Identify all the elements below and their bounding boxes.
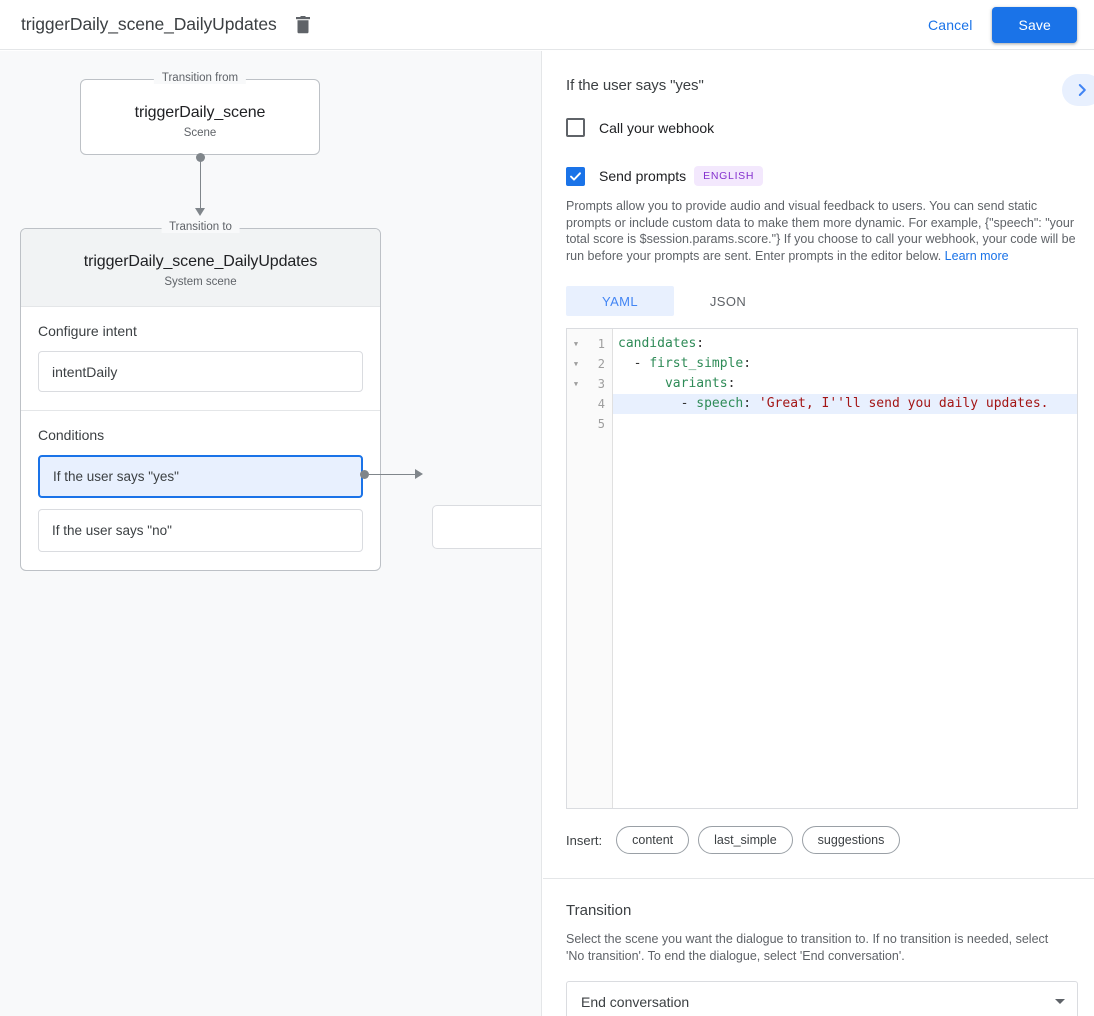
gutter-row: 4	[567, 394, 612, 414]
prompts-description-text: Prompts allow you to provide audio and v…	[566, 199, 1076, 263]
transition-to-node[interactable]: Transition to triggerDaily_scene_DailyUp…	[20, 221, 381, 571]
conditions-label: Conditions	[38, 427, 105, 443]
code-line: candidates:	[613, 334, 1077, 354]
condition-connector-line	[369, 474, 419, 475]
code-line: - first_simple:	[613, 354, 1077, 374]
line-number: 4	[597, 397, 605, 411]
code-key: speech	[696, 396, 744, 411]
tab-json[interactable]: JSON	[709, 293, 747, 309]
transition-from-node[interactable]: Transition from triggerDaily_scene Scene	[80, 72, 320, 155]
chevron-right-icon	[1078, 84, 1086, 96]
expand-panel-button[interactable]	[1062, 74, 1094, 106]
fold-toggle-icon[interactable]: ▼	[573, 340, 579, 348]
send-prompts-row[interactable]: Send prompts ENGLISH	[543, 166, 1094, 186]
editor-gutter: ▼1 ▼2 ▼3 4 5	[567, 329, 613, 808]
condition-connector-arrow-right-icon	[415, 469, 423, 479]
language-badge: ENGLISH	[694, 166, 764, 186]
connector-dot	[196, 153, 205, 162]
code-key: candidates	[618, 336, 697, 351]
code-punct: :	[743, 356, 752, 371]
line-number: 1	[597, 337, 605, 351]
fold-toggle-icon[interactable]: ▼	[573, 360, 579, 368]
send-prompts-label-group: Send prompts ENGLISH	[599, 166, 764, 186]
transition-from-title: triggerDaily_scene	[134, 104, 266, 121]
delete-button[interactable]	[290, 12, 316, 38]
insert-snippets-row: Insert: content last_simple suggestions	[566, 826, 1094, 854]
connector-arrow-down-icon	[195, 208, 205, 216]
condition-connector-dot	[360, 470, 369, 479]
line-number: 5	[597, 417, 605, 431]
condition-item-no[interactable]: If the user says "no"	[38, 509, 363, 552]
line-number: 3	[597, 377, 605, 391]
code-indent	[618, 396, 681, 411]
code-dash: -	[633, 356, 650, 371]
panel-title: If the user says "yes"	[566, 77, 704, 94]
connector-line	[200, 158, 201, 213]
transition-to-subtitle: System scene	[164, 276, 237, 288]
code-value: 'Great, I''ll send you daily updates.	[758, 396, 1049, 411]
top-bar-actions: Cancel Save	[914, 6, 1077, 43]
section-divider	[543, 878, 1094, 879]
cancel-button[interactable]: Cancel	[914, 8, 986, 42]
configure-intent-section: Configure intent intentDaily	[21, 306, 380, 410]
learn-more-link[interactable]: Learn more	[944, 248, 1009, 263]
gutter-row: ▼1	[567, 334, 612, 354]
editor-code-area[interactable]: candidates: - first_simple: variants: - …	[613, 329, 1077, 808]
insert-label: Insert:	[566, 832, 603, 848]
scene-graph-canvas[interactable]: Transition from triggerDaily_scene Scene…	[0, 51, 542, 1016]
code-indent	[618, 376, 665, 391]
code-line	[613, 414, 1077, 434]
gutter-row: 5	[567, 414, 612, 434]
transition-select[interactable]: End conversation	[566, 981, 1078, 1016]
code-editor[interactable]: ▼1 ▼2 ▼3 4 5 candidates: - first_simple:…	[566, 328, 1078, 809]
fold-toggle-icon[interactable]: ▼	[573, 380, 579, 388]
code-punct: :	[727, 376, 736, 391]
code-line: variants:	[613, 374, 1077, 394]
configure-intent-label: Configure intent	[38, 323, 137, 339]
transition-section-title: Transition	[566, 902, 632, 919]
code-punct: :	[696, 336, 705, 351]
code-indent	[618, 356, 634, 371]
transition-select-value: End conversation	[581, 993, 690, 1010]
transition-from-legend: Transition from	[153, 72, 247, 84]
insert-chip-last-simple[interactable]: last_simple	[698, 826, 793, 854]
editor-format-tabs: YAML JSON	[566, 286, 1094, 316]
gutter-row: ▼2	[567, 354, 612, 374]
top-bar: triggerDaily_scene_DailyUpdates Cancel S…	[0, 0, 1094, 50]
code-line-active: - speech: 'Great, I''ll send you daily u…	[613, 394, 1077, 414]
transition-section-description: Select the scene you want the dialogue t…	[566, 932, 1049, 963]
conditions-section: Conditions If the user says "yes" If the…	[21, 410, 380, 570]
code-dash: -	[680, 396, 697, 411]
call-webhook-label: Call your webhook	[599, 119, 715, 136]
trash-icon	[295, 15, 310, 33]
linked-node-partial[interactable]	[432, 505, 541, 549]
page-title: triggerDaily_scene_DailyUpdates	[21, 14, 277, 34]
code-punct: :	[743, 396, 759, 411]
send-prompts-label: Send prompts	[599, 168, 687, 184]
transition-from-subtitle: Scene	[183, 127, 217, 139]
code-key: first_simple	[649, 356, 744, 371]
transition-to-header: triggerDaily_scene_DailyUpdates System s…	[21, 229, 380, 306]
condition-detail-panel: If the user says "yes" Call your webhook	[543, 51, 1094, 1016]
transition-to-legend: Transition to	[161, 221, 240, 233]
panel-header: If the user says "yes"	[543, 51, 1094, 106]
gutter-row: ▼3	[567, 374, 612, 394]
intent-field[interactable]: intentDaily	[38, 351, 363, 392]
transition-to-title: triggerDaily_scene_DailyUpdates	[83, 253, 318, 270]
send-prompts-checkbox[interactable]	[566, 166, 585, 186]
condition-item-yes[interactable]: If the user says "yes"	[38, 455, 363, 498]
insert-chip-content[interactable]: content	[616, 826, 690, 854]
call-webhook-checkbox[interactable]	[566, 118, 585, 137]
chevron-down-icon	[1055, 999, 1065, 1004]
checkmark-icon	[570, 171, 581, 181]
line-number: 2	[597, 357, 605, 371]
call-webhook-row[interactable]: Call your webhook	[543, 118, 1094, 137]
tab-yaml[interactable]: YAML	[566, 286, 674, 316]
code-key: variants	[664, 376, 728, 391]
insert-chip-suggestions[interactable]: suggestions	[801, 826, 901, 854]
save-button[interactable]: Save	[992, 6, 1077, 43]
prompts-description: Prompts allow you to provide audio and v…	[566, 198, 1076, 264]
